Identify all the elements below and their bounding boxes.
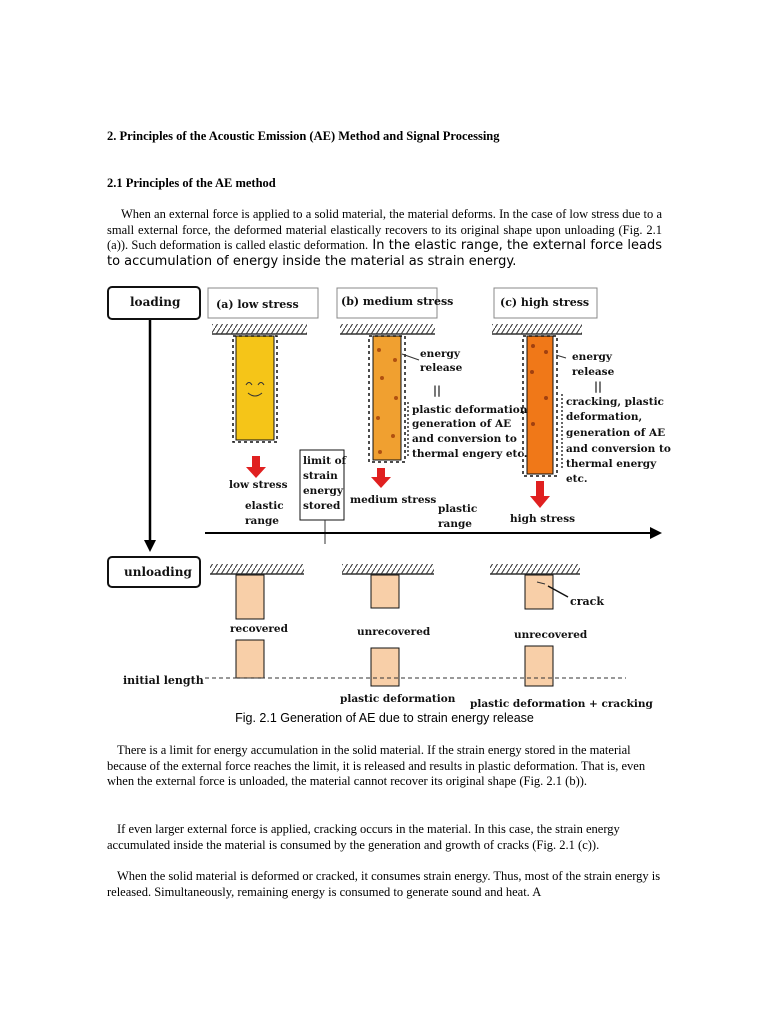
section-heading: 2. Principles of the Acoustic Emission (… [107,129,500,143]
c-note-line-6: etc. [566,473,588,485]
unrecovered-c-label: unrecovered [514,629,588,641]
paragraph-4: When the solid material is deformed or c… [107,869,661,899]
recovered-label: recovered [230,623,289,635]
c-note-line-4: and conversion to [566,443,671,455]
medium-stress-box-label: (b) medium stress [341,295,453,308]
crack-label: crack [570,595,604,608]
low-stress-label: low stress [229,479,288,491]
medium-stress-box [336,287,438,319]
paragraph-1: When an external force is applied to a s… [107,207,662,269]
b-note-line-4: thermal engery etc. [412,448,527,460]
limit-line-4: stored [303,500,341,512]
specimen-a [235,335,275,441]
low-stress-box [207,287,319,319]
limit-line-1: limit of [303,455,348,467]
unrecovered-b-label: unrecovered [357,626,431,638]
paragraph-1-serif: When an external force is applied to a s… [107,207,662,252]
loading-box [107,286,201,320]
support-c [492,324,582,334]
b-note-line-2: generation of AE [412,418,511,430]
b-release: release [420,362,463,374]
crack-pointer [547,585,569,598]
unloaded-a-top [235,574,265,620]
c-note-line-1: cracking, plastic [566,396,664,408]
support-b [340,324,435,334]
b-equals: || [433,384,441,397]
unloaded-b-bottom [370,647,400,687]
specimen-c [526,335,554,475]
high-stress-box-label: (c) high stress [500,296,589,309]
figure-caption: Fig. 2.1 Generation of AE due to strain … [235,711,534,725]
unloaded-c-bottom [524,645,554,687]
unloaded-c-top [524,574,554,610]
plastic-label: plastic [438,503,477,515]
b-energy: energy [420,348,461,360]
c-release: release [572,366,615,378]
unloaded-a-bottom [235,639,265,679]
c-note-line-5: thermal energy [566,458,657,470]
figure-2-1: loading (a) low stress (b) medium stress… [107,286,671,710]
c-energy: energy [572,351,613,363]
b-note-line-3: and conversion to [412,433,517,445]
elastic-label: elastic [245,500,284,512]
unloading-box [107,556,201,588]
c-note-line-3: generation of AE [566,427,665,439]
plastic-range-label: range [438,518,472,530]
high-stress-label: high stress [510,513,575,525]
support-a [212,324,307,334]
b-note-line-1: plastic deformation [412,404,528,416]
limit-line-3: energy [303,485,344,497]
paragraph-3: If even larger external force is applied… [107,822,620,852]
limit-line-2: strain [303,470,338,482]
paragraph-2: There is a limit for energy accumulation… [107,743,646,788]
elastic-range-label: range [245,515,279,527]
loading-label: loading [130,295,181,309]
low-stress-box-label: (a) low stress [216,298,299,311]
plastic-deformation-cracking-label: plastic deformation + cracking [470,698,654,710]
unloaded-b-top [370,574,400,609]
paragraph-1-sans: In the elastic range, the external force… [107,238,662,269]
high-stress-box [493,287,598,319]
c-equals: || [594,380,602,393]
initial-length-label: initial length [123,674,204,687]
subsection-heading: 2.1 Principles of the AE method [107,176,276,190]
c-note-line-2: deformation, [566,411,642,423]
plastic-deformation-label: plastic deformation [340,693,456,705]
medium-stress-label: medium stress [350,494,436,506]
unloading-label: unloading [124,565,192,579]
limit-box [299,449,345,521]
